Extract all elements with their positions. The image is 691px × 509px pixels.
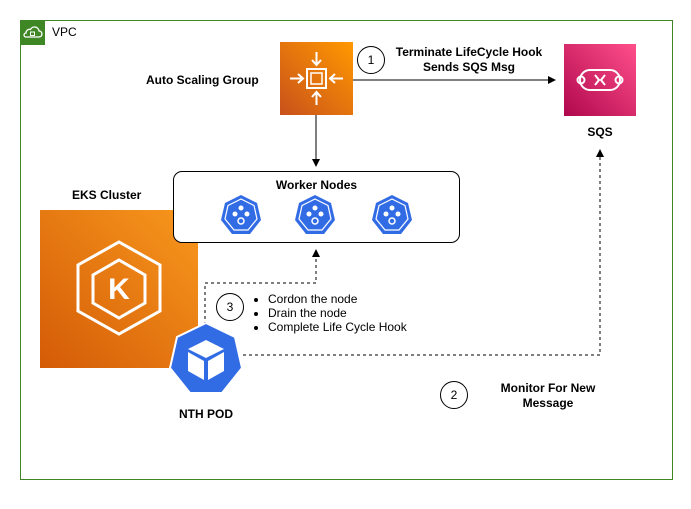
step-2-marker: 2 (440, 381, 468, 409)
nth-pod-label: NTH POD (179, 407, 233, 421)
step-3-action: Cordon the node (268, 292, 412, 306)
worker-nodes-title: Worker Nodes (275, 178, 358, 192)
eks-logo-letter: K (108, 273, 130, 306)
worker-node-icon (371, 194, 413, 236)
step-3-actions: Cordon the node Drain the node Complete … (252, 292, 412, 334)
worker-node-icon (294, 194, 336, 236)
step-1-marker: 1 (357, 46, 385, 74)
nth-to-sqs-dashed-arrow (243, 149, 604, 356)
worker-node-icon (220, 194, 262, 236)
vpc-boundary (20, 20, 673, 480)
vpc-label: VPC (52, 25, 77, 39)
auto-scaling-group-icon (280, 42, 353, 115)
step-1-label: Terminate LifeCycle Hook Sends SQS Msg (395, 45, 543, 74)
sqs-icon (564, 44, 636, 116)
nth-to-workers-dashed-arrow (204, 249, 320, 325)
sqs-label: SQS (587, 125, 613, 139)
step-3-marker: 3 (216, 293, 244, 321)
asg-label: Auto Scaling Group (146, 73, 259, 87)
step-3-action: Drain the node (268, 306, 412, 320)
nth-pod-icon (168, 321, 244, 396)
step-3-action: Complete Life Cycle Hook (268, 320, 412, 334)
eks-label: EKS Cluster (72, 188, 142, 202)
eks-cluster-icon: K (40, 210, 198, 368)
step-2-label: Monitor For New Message (500, 381, 596, 410)
vpc-cloud-icon (20, 20, 45, 45)
